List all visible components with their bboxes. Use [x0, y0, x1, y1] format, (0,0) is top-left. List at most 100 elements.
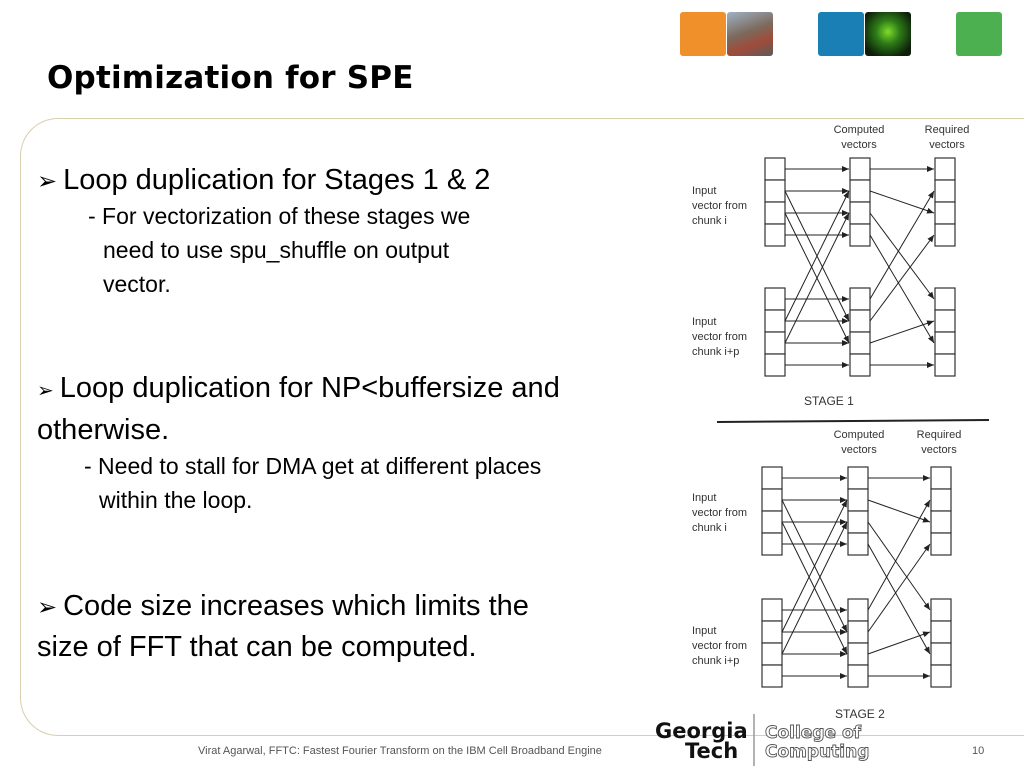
stage2-required-bottom-cell-3 — [930, 642, 952, 666]
stage2-computed-top-cell-1 — [847, 466, 869, 490]
stage2-computed-bottom-cell-4 — [847, 664, 869, 688]
stage2-required-bottom-cell-4 — [930, 664, 952, 688]
bullet-2: ➢Loop duplication for NP<buffersize and — [37, 368, 560, 411]
stage2-input-bottom-1: Input — [692, 625, 716, 637]
blue-tile — [818, 12, 864, 56]
logo-georgia: Georgia — [655, 719, 748, 743]
green-tile — [956, 12, 1002, 56]
stage2-arrow-shuffle-4 — [867, 499, 931, 611]
stage1-input-top-1: Input — [692, 185, 716, 197]
network-image-tile — [865, 12, 911, 56]
stage1-required-top-cell-3 — [934, 201, 956, 225]
stage2-arrow-cross-4 — [781, 521, 848, 655]
bullet-2-line-2: otherwise. — [37, 414, 170, 446]
stage1-required-top-cell-1 — [934, 157, 956, 181]
stage2-required-header-1: Required — [917, 429, 962, 441]
stage1-required-bottom-cell-4 — [934, 353, 956, 377]
stage2-required-top-cell-2 — [930, 488, 952, 512]
bullet-3: ➢Code size increases which limits the — [37, 586, 529, 628]
stage1-input-bottom-cell-2 — [764, 309, 786, 333]
stage2-input-bottom-cell-1 — [761, 598, 783, 622]
stage1-required-bottom-cell-3 — [934, 331, 956, 355]
stage-divider — [716, 419, 990, 423]
bullet-arrow-icon: ➢ — [37, 594, 58, 621]
bullet-1: ➢Loop duplication for Stages 1 & 2 — [37, 160, 490, 202]
stage1-arrow-shuffle-1 — [869, 190, 935, 214]
stage2-computed-top-cell-2 — [847, 488, 869, 512]
stage1-required-header-1: Required — [925, 124, 970, 136]
stage1-computed-header-2: vectors — [841, 139, 877, 151]
stage1-input-top-2: vector from — [692, 200, 747, 212]
stage1-input-bottom-2: vector from — [692, 331, 747, 343]
stage2-input-top-cell-2 — [761, 488, 783, 512]
bullet-1-text: Loop duplication for Stages 1 & 2 — [63, 164, 491, 196]
stage1-input-bottom-cell-1 — [764, 287, 786, 311]
stage1-computed-bottom-cell-2 — [849, 309, 871, 333]
bullet-1-sub-3: vector. — [103, 271, 171, 297]
stage1-input-top-cell-2 — [764, 179, 786, 203]
stage2-arrow-shuffle-3 — [867, 543, 931, 655]
stage2-computed-bottom-cell-1 — [847, 598, 869, 622]
stage1-required-header-2: vectors — [929, 139, 965, 151]
slide-title: Optimization for SPE — [47, 60, 414, 96]
stage1-required-top-cell-2 — [934, 179, 956, 203]
stage2-input-bottom-cell-2 — [761, 620, 783, 644]
stage2-input-top-2: vector from — [692, 507, 747, 519]
stage2-required-header-2: vectors — [921, 444, 957, 456]
stage2-arrow-cross-3 — [781, 499, 848, 633]
stage1-arrow-shuffle-4 — [869, 190, 935, 300]
stage2-computed-header-2: vectors — [841, 444, 877, 456]
stage1-input-bottom-cell-4 — [764, 353, 786, 377]
stage2-input-bottom-cell-3 — [761, 642, 783, 666]
stage2-computed-top-cell-3 — [847, 510, 869, 534]
stage1-input-bottom-3: chunk i+p — [692, 346, 739, 358]
bullet-2-sub-2: within the loop. — [99, 487, 253, 513]
content-frame — [20, 118, 1024, 736]
georgia-tech-logo: Georgia Tech College of Computing — [655, 714, 870, 766]
stage2-required-top-cell-3 — [930, 510, 952, 534]
stage1-computed-header-1: Computed — [834, 124, 885, 136]
bullet-1-sub-2: need to use spu_shuffle on output — [103, 237, 450, 263]
logo-computing: Computing — [765, 742, 869, 762]
stage1-arrow-shuffle-3 — [869, 234, 935, 344]
stage2-computed-top-cell-4 — [847, 532, 869, 556]
stage1-arrow-cross-4 — [784, 212, 850, 344]
stage2-required-bottom-cell-2 — [930, 620, 952, 644]
stage1-input-top-cell-4 — [764, 223, 786, 247]
stage2-arrow-shuffle-1 — [867, 499, 931, 523]
stage1-required-bottom-cell-2 — [934, 309, 956, 333]
campus-photo-tile — [727, 12, 773, 56]
stage2-required-top-cell-4 — [930, 532, 952, 556]
stage1-computed-top-cell-4 — [849, 223, 871, 247]
header-image-tiles — [680, 12, 1010, 58]
stage1-input-bottom-cell-3 — [764, 331, 786, 355]
stage1-computed-top-cell-3 — [849, 201, 871, 225]
stage2-arrow-shuffle-5 — [867, 543, 931, 633]
logo-tech: Tech — [685, 739, 738, 763]
stage1-computed-bottom-cell-3 — [849, 331, 871, 355]
stage2-input-bottom-3: chunk i+p — [692, 655, 739, 667]
stage1-input-top-3: chunk i — [692, 215, 727, 227]
stage1-arrow-shuffle-5 — [869, 234, 935, 322]
stage2-input-top-3: chunk i — [692, 522, 727, 534]
stage1-arrow-shuffle-6 — [869, 320, 935, 344]
stage1-input-top-cell-1 — [764, 157, 786, 181]
stage1-computed-bottom-cell-4 — [849, 353, 871, 377]
stage2-computed-bottom-cell-2 — [847, 620, 869, 644]
stage2-required-top-cell-1 — [930, 466, 952, 490]
stage1-input-top-cell-3 — [764, 201, 786, 225]
bullet-2-text-line-1: Loop duplication for NP<buffersize and — [59, 372, 560, 404]
stage2-input-bottom-2: vector from — [692, 640, 747, 652]
stage1-arrow-shuffle-2 — [869, 212, 935, 300]
stage1-computed-bottom-cell-1 — [849, 287, 871, 311]
stage1-arrow-cross-3 — [784, 190, 850, 322]
butterfly-diagram: Computed vectors Required vectors Input … — [692, 124, 990, 721]
orange-tile — [680, 12, 726, 56]
stage2-arrow-shuffle-2 — [867, 521, 931, 611]
footer-text: Virat Agarwal, FFTC: Fastest Fourier Tra… — [198, 745, 602, 757]
stage1-computed-top-cell-1 — [849, 157, 871, 181]
bullet-arrow-icon: ➢ — [37, 168, 58, 195]
stage2-label: STAGE 2 — [835, 707, 885, 721]
bullet-2-sub-1: - Need to stall for DMA get at different… — [84, 453, 542, 479]
stage2-input-top-1: Input — [692, 492, 716, 504]
